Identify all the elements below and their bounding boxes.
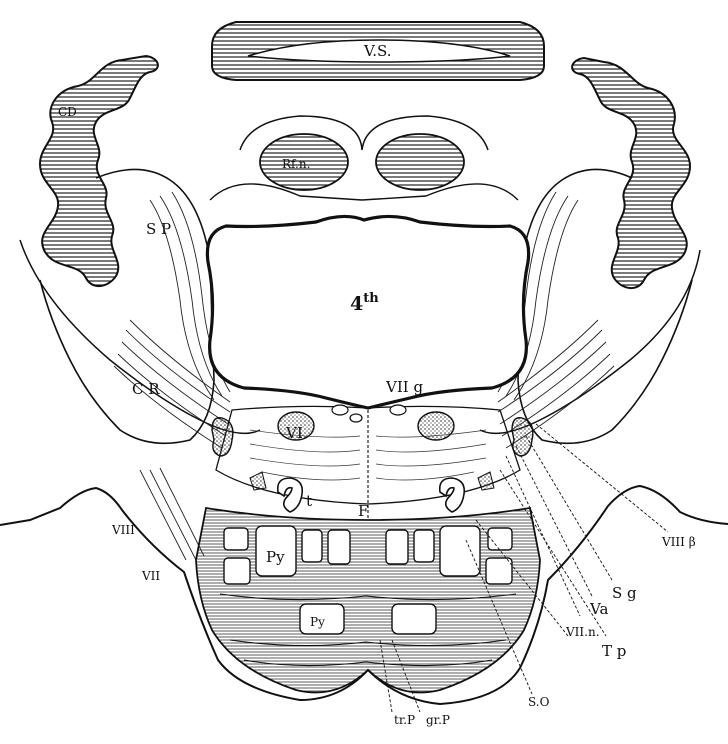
label-sp: S P: [146, 220, 171, 238]
label-fourth-main: 4: [350, 293, 363, 315]
label-viig: VII g: [385, 378, 423, 396]
label-sg: S g: [612, 584, 637, 602]
fourth-ventricle: [207, 216, 528, 408]
label-viii-beta: VIII β: [661, 535, 696, 549]
label-viin: VII.n.: [565, 625, 600, 639]
label-so: S.O: [528, 695, 550, 709]
label-cd: CD: [58, 105, 77, 119]
label-trp: tr.P: [394, 713, 415, 727]
label-vii: VII: [141, 569, 160, 583]
label-va: Va: [589, 600, 608, 618]
left-cortex-band: [40, 56, 158, 286]
label-vi: VI: [285, 424, 303, 442]
right-cortex-band: [572, 58, 690, 288]
label-py-upper: Py: [266, 548, 285, 566]
label-f: F: [358, 502, 368, 520]
label-vs: V.S.: [363, 42, 392, 60]
label-viii: VIII: [111, 523, 135, 537]
label-grp: gr.P: [426, 713, 450, 727]
label-cr: C R: [132, 380, 160, 398]
label-tp: T p: [602, 642, 626, 660]
label-fourth-sup: th: [363, 291, 379, 306]
label-rfn: Rf.n.: [282, 157, 310, 171]
ventral-pons: [196, 508, 540, 693]
label-t: t: [306, 492, 312, 510]
roof-nuclei: [210, 116, 518, 200]
label-py-lower: Py: [310, 615, 325, 629]
